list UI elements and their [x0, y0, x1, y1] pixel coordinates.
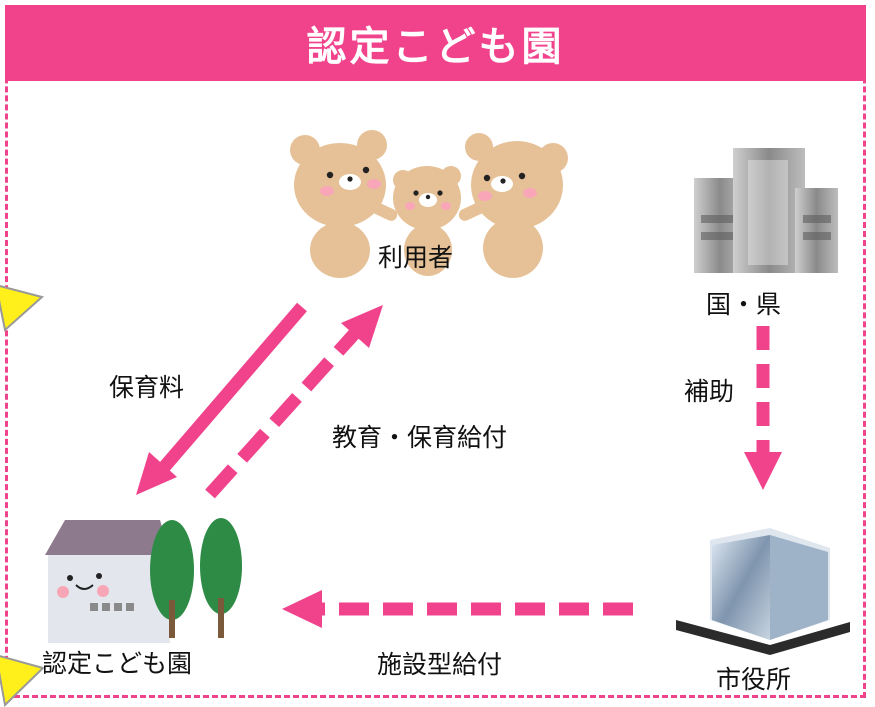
kindergarten-building-icon: [45, 518, 242, 643]
left-pointer-top: [0, 285, 45, 332]
facility-benefit-label: 施設型給付: [377, 650, 503, 679]
education-benefit-label: 教育・保育給付: [332, 423, 508, 452]
users-label: 利用者: [378, 243, 454, 272]
title-banner: 認定こども園: [5, 5, 866, 81]
subsidy-arrow: [744, 326, 782, 490]
fee-arrow: [136, 302, 307, 495]
city-hall-building-icon: [676, 528, 850, 655]
government-buildings-icon: [694, 148, 838, 273]
left-pointer-bottom: [0, 655, 45, 707]
facility-benefit-arrow: [282, 590, 633, 628]
kindergarten-label: 認定こども園: [42, 649, 193, 678]
subsidy-label: 補助: [684, 377, 735, 406]
fee-label: 保育料: [109, 373, 185, 402]
government-label: 国・県: [706, 290, 782, 319]
city-hall-label: 市役所: [716, 665, 792, 694]
education-benefit-arrow: [205, 305, 383, 499]
bear-family-icon: [290, 130, 568, 278]
diagram-title: 認定こども園: [306, 24, 565, 70]
